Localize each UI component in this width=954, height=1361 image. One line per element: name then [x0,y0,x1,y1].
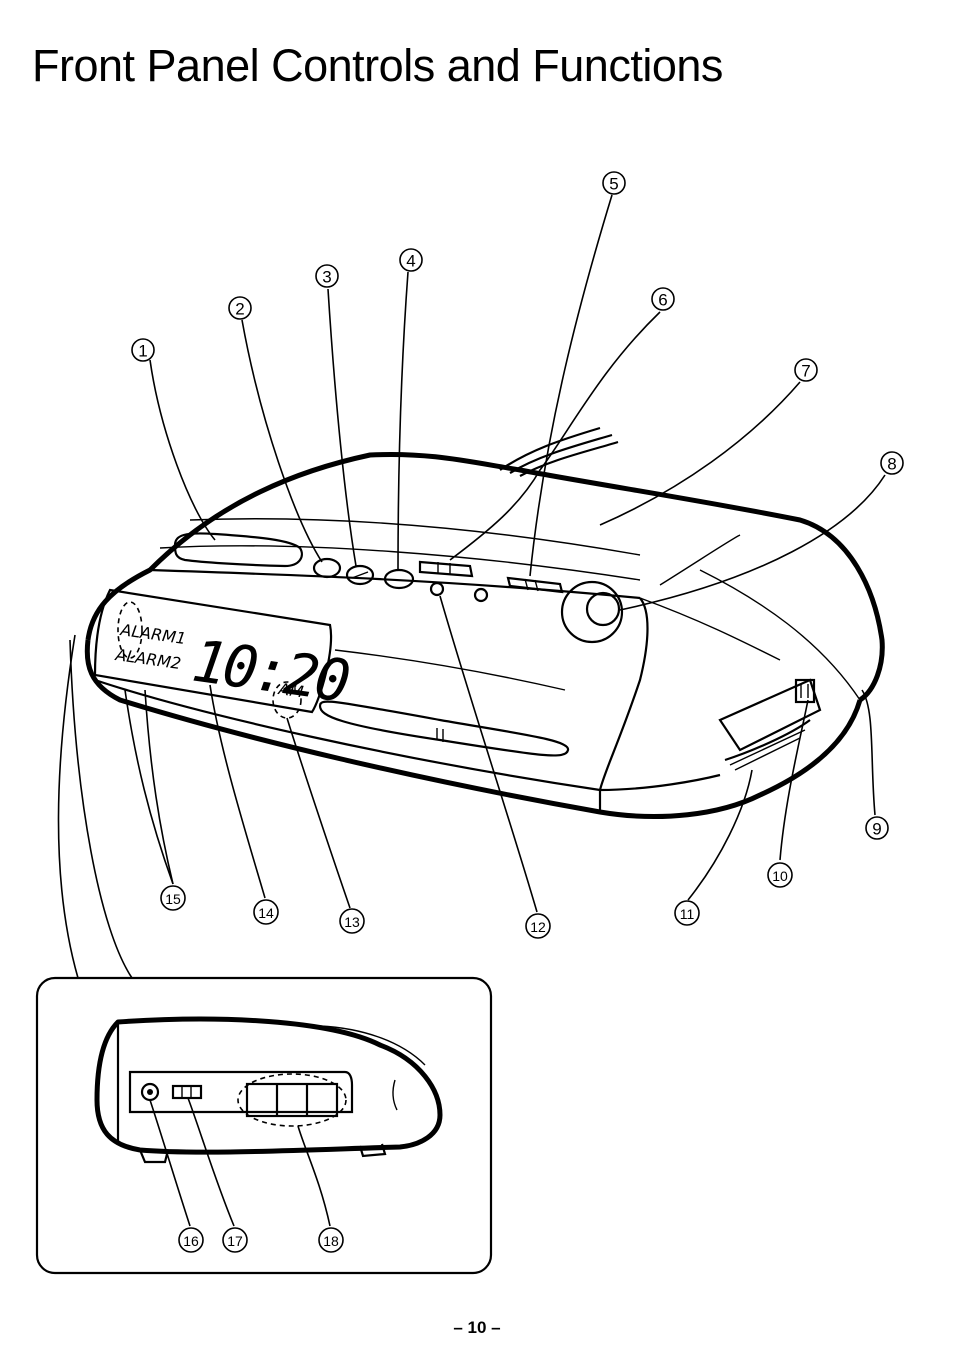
svg-text:3: 3 [322,268,331,287]
svg-text:9: 9 [872,820,881,839]
svg-text:4: 4 [406,252,415,271]
svg-text:15: 15 [165,891,181,907]
callout-18: 18 [318,1227,344,1253]
svg-text:11: 11 [680,906,695,922]
svg-text:6: 6 [658,291,667,310]
slide-switch-left[interactable] [418,560,474,578]
svg-text:18: 18 [323,1233,339,1249]
alarm2-indicator: ALARM2 [113,645,182,673]
button-2[interactable] [312,557,342,579]
dial-outer [560,580,624,644]
svg-text:14: 14 [258,905,274,921]
callout-15: 15 [160,885,186,911]
snooze-bar[interactable] [173,532,303,568]
callout-8: 8 [880,451,904,475]
callout-3: 3 [315,264,339,288]
am-indicator: AM [276,679,304,701]
lcd-display: ALARM1 ALARM2 10:20 AM [93,588,353,719]
svg-text:2: 2 [235,300,244,319]
callout-4: 4 [399,248,423,272]
callout-13: 13 [339,908,365,934]
leader-lines [124,194,886,1227]
power-cord [499,426,619,477]
svg-text:16: 16 [183,1233,199,1249]
side-view-inset [35,634,493,1275]
callout-10: 10 [767,862,793,888]
button-4[interactable] [383,568,415,590]
top-controls [173,532,624,644]
svg-text:5: 5 [609,175,618,194]
button-3[interactable] [345,564,375,586]
svg-text:1: 1 [138,342,147,361]
slide-switch-right[interactable] [506,576,564,594]
side-buttons[interactable] [245,1082,339,1118]
alarm1-indicator: ALARM1 [118,620,187,648]
svg-text:12: 12 [530,919,546,935]
callout-6: 6 [651,287,675,311]
small-button-left[interactable] [429,581,445,597]
callout-5: 5 [602,171,626,195]
callout-markers: 1 2 3 4 5 6 7 8 9 10 11 12 13 14 15 16 1… [131,171,904,1253]
svg-text:10: 10 [772,868,788,884]
svg-text:7: 7 [801,362,810,381]
callout-14: 14 [253,899,279,925]
callout-12: 12 [525,913,551,939]
callout-1: 1 [131,338,155,362]
callout-9: 9 [865,816,889,840]
callout-2: 2 [228,296,252,320]
callout-11: 11 [674,900,700,926]
svg-text:13: 13 [344,914,360,930]
side-switch[interactable] [171,1084,203,1100]
callout-16: 16 [178,1227,204,1253]
page-title: Front Panel Controls and Functions [32,40,723,91]
small-button-right[interactable] [473,587,489,603]
tuning-dial[interactable] [585,591,621,627]
svg-text:8: 8 [887,455,896,474]
page-number: – 10 – [453,1318,501,1337]
callout-17: 17 [222,1227,248,1253]
clock-radio-body [84,451,885,820]
callout-7: 7 [794,358,818,382]
svg-text:17: 17 [227,1233,243,1249]
